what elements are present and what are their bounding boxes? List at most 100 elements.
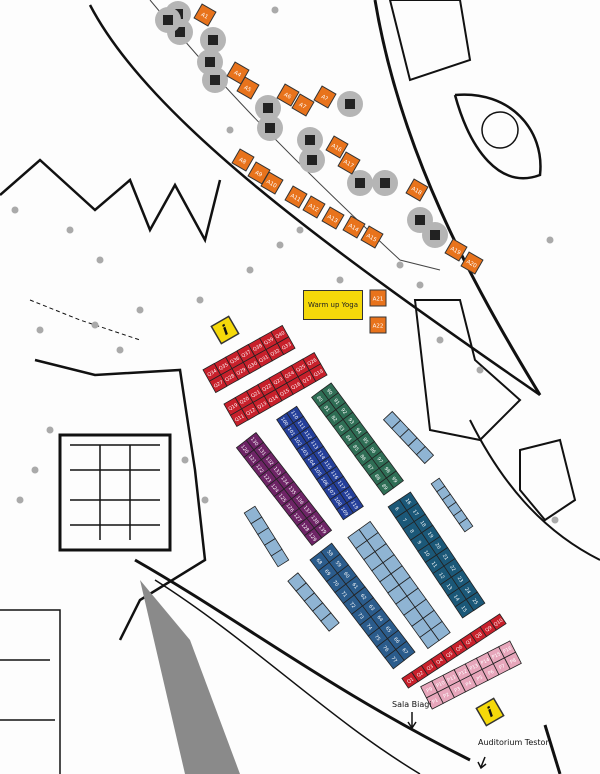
stand-label: 106 bbox=[319, 476, 329, 487]
stand-a10[interactable]: A10 bbox=[260, 171, 284, 195]
stand-cell[interactable] bbox=[419, 628, 440, 650]
stand-label: 85 bbox=[351, 444, 359, 452]
stand-cell[interactable]: Q25 bbox=[291, 358, 310, 378]
stand-a6[interactable]: A6 bbox=[276, 83, 300, 107]
stand-a19[interactable]: A19 bbox=[444, 238, 468, 262]
stand-a16[interactable]: A16 bbox=[325, 135, 349, 159]
stand-cell[interactable]: P10 bbox=[431, 674, 450, 693]
stand-cell[interactable] bbox=[320, 612, 340, 632]
stand-cell[interactable]: 89 bbox=[376, 477, 395, 496]
stand-label: 125 bbox=[277, 493, 287, 504]
stand-label: A13 bbox=[326, 214, 339, 225]
dashed-line bbox=[29, 299, 141, 341]
stand-cell[interactable]: 77 bbox=[384, 649, 405, 670]
stand-cell[interactable]: 129 bbox=[303, 527, 323, 547]
stand-cell[interactable]: P11 bbox=[442, 669, 461, 687]
left-block-grid bbox=[70, 444, 160, 540]
stand-label: 58 bbox=[325, 549, 333, 557]
stand-label: P4 bbox=[465, 680, 473, 688]
info-icon[interactable]: i bbox=[475, 697, 505, 727]
stand-block-light-small-1 bbox=[382, 410, 435, 465]
lower-arc-wall bbox=[134, 558, 471, 762]
stand-a1[interactable]: A1 bbox=[193, 3, 217, 27]
stand-cell[interactable]: 109 bbox=[336, 502, 354, 521]
stand-label: 23 bbox=[456, 575, 464, 583]
stand-label: Q8 bbox=[474, 631, 483, 640]
top-right-building bbox=[388, 0, 472, 82]
stand-label: Q5 bbox=[445, 651, 454, 660]
stand-a?[interactable]: A? bbox=[313, 85, 337, 109]
stand-cell[interactable]: P16 bbox=[498, 640, 517, 659]
stand-label: Q32 bbox=[270, 348, 282, 358]
stand-label: A18 bbox=[410, 186, 423, 197]
stand-label: 12 bbox=[437, 572, 445, 580]
column-dot bbox=[11, 206, 19, 214]
lower-arc-inner bbox=[154, 579, 421, 774]
stand-label: 18 bbox=[418, 520, 426, 528]
stand-label: 70 bbox=[331, 579, 339, 587]
stand-label: 99 bbox=[390, 476, 398, 484]
stand-label: 93 bbox=[347, 417, 355, 425]
stand-cell[interactable] bbox=[458, 517, 474, 533]
stand-a11[interactable]: A11 bbox=[284, 185, 308, 209]
info-icon[interactable]: i bbox=[210, 315, 240, 345]
stand-cell[interactable]: Q26 bbox=[302, 351, 322, 371]
stand-a8[interactable]: A8 bbox=[231, 148, 255, 172]
column-dot bbox=[296, 226, 304, 234]
stand-a12[interactable]: A12 bbox=[302, 195, 326, 219]
stand-label: 124 bbox=[269, 483, 279, 494]
stand-cell[interactable]: P13 bbox=[464, 657, 483, 676]
stand-label: A12 bbox=[307, 203, 319, 214]
stand-label: A9 bbox=[254, 170, 264, 179]
stand-a5[interactable]: A5 bbox=[236, 76, 260, 100]
stand-label: 19 bbox=[426, 531, 434, 539]
tree-icon bbox=[297, 127, 323, 153]
stand-cell[interactable] bbox=[270, 548, 290, 568]
stand-label: Q25 bbox=[295, 364, 307, 374]
stand-label: Q18 bbox=[313, 368, 325, 378]
stand-label: 89 bbox=[380, 483, 388, 491]
stand-label: P1 bbox=[431, 697, 439, 705]
stand-label: P12 bbox=[458, 668, 469, 677]
stand-block-red-top-2: Q11Q19Q12Q20Q13Q21Q14Q22Q15Q23Q16Q24Q17Q… bbox=[223, 351, 328, 428]
stand-label: P7 bbox=[498, 663, 506, 671]
stand-label: Q2 bbox=[416, 670, 425, 679]
stand-a13[interactable]: A13 bbox=[321, 206, 345, 230]
stand-label: 14 bbox=[452, 594, 460, 602]
right-mid-building bbox=[413, 299, 522, 442]
stand-label: 135 bbox=[287, 485, 297, 496]
stand-label: Q9 bbox=[484, 625, 493, 634]
stand-block-light-small-3 bbox=[243, 505, 290, 568]
stand-a14[interactable]: A14 bbox=[342, 215, 366, 239]
stand-a21[interactable]: A21 bbox=[369, 289, 387, 307]
stand-cell[interactable]: Q10 bbox=[489, 613, 507, 631]
stand-label: P3 bbox=[454, 686, 462, 694]
column-dot bbox=[96, 256, 104, 264]
column-dot bbox=[336, 276, 344, 284]
stand-label: 100 bbox=[279, 416, 289, 427]
stand-label: 131 bbox=[256, 446, 266, 457]
column-dot bbox=[196, 296, 204, 304]
stand-label: 94 bbox=[354, 427, 362, 435]
stand-label: A8 bbox=[238, 157, 248, 166]
stand-a17[interactable]: A17 bbox=[337, 151, 361, 175]
warm-up-yoga-area[interactable]: Warm up Yoga bbox=[303, 290, 363, 320]
stand-a18[interactable]: A18 bbox=[405, 178, 429, 202]
stand-label: Q27 bbox=[213, 380, 225, 390]
stand-a22[interactable]: A22 bbox=[369, 316, 387, 334]
column-dot bbox=[16, 496, 24, 504]
stand-cell[interactable]: Q40 bbox=[270, 324, 290, 344]
stand-label: 71 bbox=[340, 590, 348, 598]
stand-label: 68 bbox=[315, 558, 323, 566]
stand-label: 122 bbox=[254, 463, 264, 474]
stand-label: 82 bbox=[330, 415, 338, 423]
stand-a20[interactable]: A20 bbox=[460, 251, 484, 275]
stand-a15[interactable]: A15 bbox=[360, 225, 384, 249]
stand-a7[interactable]: A7 bbox=[291, 93, 315, 117]
stand-label: 21 bbox=[441, 553, 449, 561]
stand-cell[interactable]: Q34 bbox=[202, 362, 222, 382]
stand-cell[interactable] bbox=[415, 445, 435, 465]
stand-cell[interactable]: 15 bbox=[454, 598, 475, 619]
